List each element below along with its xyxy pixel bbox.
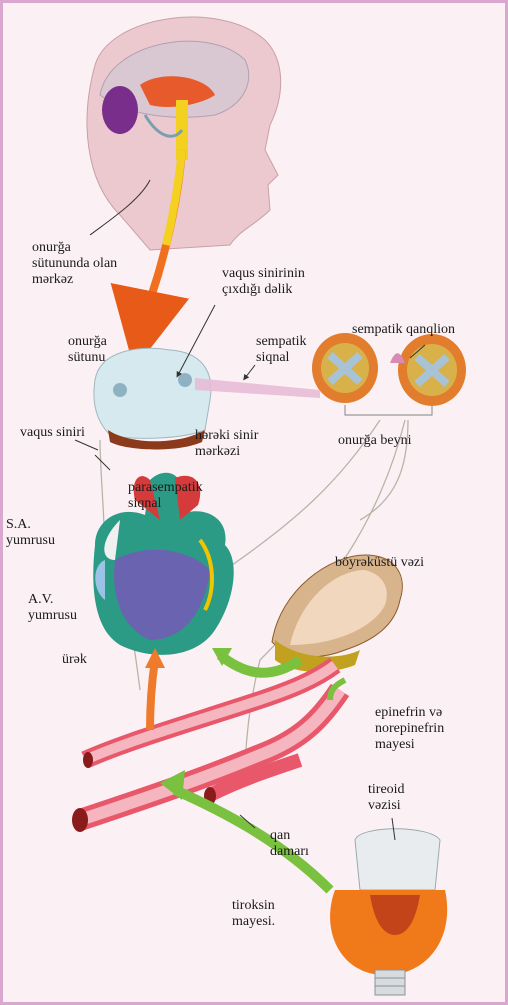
label-heart: ürək xyxy=(62,652,87,668)
label-sympathetic-ganglion: sempatik qanqlion xyxy=(352,322,455,338)
label-spinal-column: onurğa sütunu xyxy=(68,334,107,366)
thyroid-figure xyxy=(330,829,447,995)
label-vagus-opening: vaqus sinirinin çıxdığı dəlik xyxy=(222,266,305,298)
label-blood-vessel: qan damarı xyxy=(270,828,309,860)
label-sa-node: S.A. yumrusu xyxy=(6,517,55,549)
spinal-cord-sections xyxy=(312,333,466,406)
label-av-node: A.V. yumrusu xyxy=(28,592,77,624)
label-spinal-cord: onurğa beyni xyxy=(338,433,411,449)
label-thyroxine-fluid: tiroksin mayesi. xyxy=(232,898,275,930)
label-sympathetic-signal: sempatik siqnal xyxy=(256,334,307,366)
label-thyroid-gland: tireoid vəzisi xyxy=(368,782,405,814)
label-spinal-center: onurğa sütununda olan mərkəz xyxy=(32,240,117,288)
label-adrenal-gland: böyrəküstü vəzi xyxy=(335,555,424,571)
label-parasympathetic-signal: parasempatik siqnal xyxy=(128,480,203,512)
label-epinephrine-fluid: epinefrin və norepinefrin mayesi xyxy=(375,705,444,753)
label-vagus-nerve: vaqus siniri xyxy=(20,425,85,441)
spinal-column-section xyxy=(94,348,211,449)
adrenal-gland-figure xyxy=(272,555,402,672)
sympathetic-band xyxy=(195,378,320,398)
label-motor-nerve-center: hərəki sinir mərkəzi xyxy=(195,428,258,460)
